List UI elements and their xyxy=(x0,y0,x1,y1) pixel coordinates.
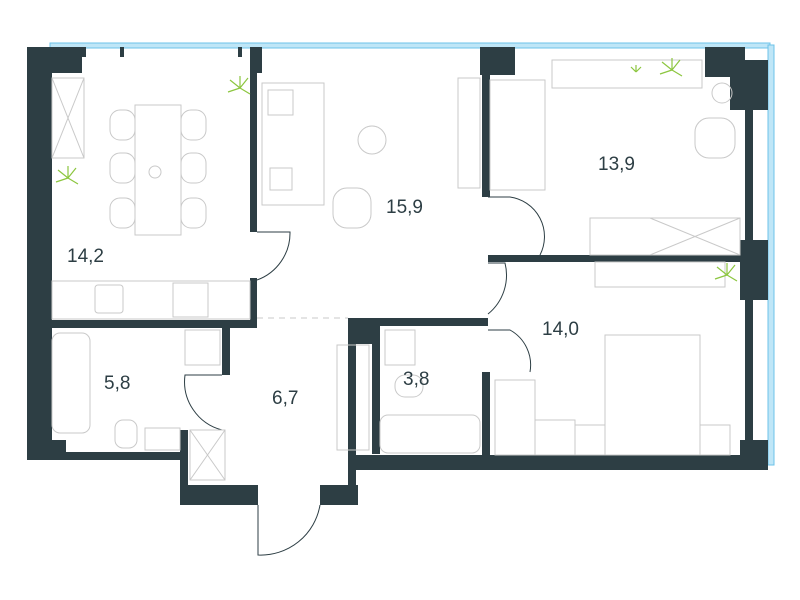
windows xyxy=(49,42,775,466)
area-label-hallway: 6,7 xyxy=(272,388,298,409)
area-label-kitchen-dining: 14,2 xyxy=(67,246,104,267)
area-label-bathroom-2: 3,8 xyxy=(403,369,429,390)
area-label-bedroom-2: 14,0 xyxy=(542,319,579,340)
furniture xyxy=(51,59,741,481)
doors xyxy=(184,196,545,556)
area-label-bedroom-1: 13,9 xyxy=(598,154,635,175)
walls xyxy=(27,47,768,505)
area-label-living-room: 15,9 xyxy=(386,197,423,218)
plants xyxy=(55,58,738,282)
area-label-bathroom-1: 5,8 xyxy=(104,373,130,394)
